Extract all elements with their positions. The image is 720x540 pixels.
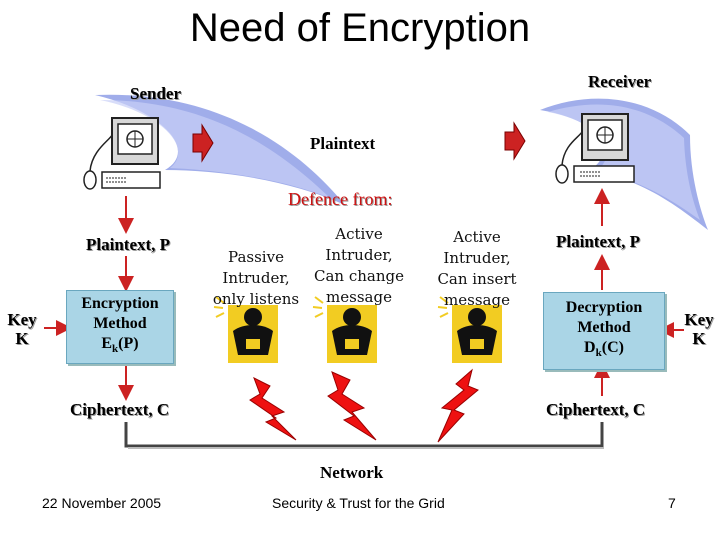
active-change-line4: message bbox=[326, 288, 392, 306]
receiver-swoosh-light bbox=[548, 104, 700, 220]
lightning-bolt-icon-2 bbox=[327, 371, 377, 441]
receiver-computer-icon bbox=[555, 113, 635, 184]
sender-label: Sender bbox=[130, 84, 181, 103]
encryption-arg: (P) bbox=[118, 335, 139, 353]
footer-page-number: 7 bbox=[668, 495, 676, 511]
defence-label: Defence from: bbox=[288, 189, 393, 209]
right-key-line2: K bbox=[692, 329, 706, 348]
encryption-method-box: Encryption Method Ek(P) bbox=[66, 290, 174, 364]
sender-swoosh-light bbox=[100, 100, 330, 198]
decryption-func: D bbox=[584, 339, 596, 357]
decryption-method-formula: Dk(C) bbox=[584, 338, 624, 363]
passive-intruder-icon bbox=[213, 296, 278, 363]
active-insert-line4: message bbox=[444, 291, 510, 309]
active-insert-intruder-text: Active Intruder, Can insert message bbox=[432, 227, 522, 311]
right-ciphertext-label: Ciphertext, C bbox=[546, 400, 646, 419]
active-change-line3: Can change bbox=[314, 267, 404, 285]
active-change-intruder-icon bbox=[312, 296, 377, 363]
decryption-arg: (C) bbox=[601, 339, 624, 357]
decryption-method-line1: Decryption bbox=[565, 299, 643, 317]
decryption-method-box: Decryption Method Dk(C) bbox=[543, 292, 665, 370]
lightning-bolt-icon-1 bbox=[249, 376, 297, 441]
right-key-line1: Key bbox=[684, 310, 714, 329]
network-line bbox=[124, 422, 604, 448]
encryption-func: E bbox=[101, 335, 113, 353]
passive-line1: Passive bbox=[228, 248, 284, 266]
receive-block-arrow-icon bbox=[504, 121, 526, 161]
active-change-line1: Active bbox=[335, 225, 383, 243]
send-block-arrow-icon bbox=[192, 123, 214, 163]
encryption-sub: k bbox=[112, 343, 119, 356]
passive-intruder-text: Passive Intruder, only listens bbox=[208, 247, 304, 310]
left-key-line2: K bbox=[15, 329, 29, 348]
left-key-label: Key K bbox=[4, 310, 40, 348]
passive-line3: only listens bbox=[212, 290, 300, 308]
left-ciphertext-label: Ciphertext, C bbox=[70, 400, 170, 419]
active-insert-line1: Active bbox=[453, 228, 501, 246]
right-plaintext-label: Plaintext, P bbox=[556, 232, 641, 251]
active-change-line2: Intruder, bbox=[325, 246, 393, 264]
active-insert-line2: Intruder, bbox=[443, 249, 511, 267]
sender-computer-icon bbox=[83, 117, 161, 190]
footer-date: 22 November 2005 bbox=[42, 495, 162, 511]
decryption-sub: k bbox=[595, 347, 602, 360]
plaintext-top-label: Plaintext bbox=[310, 134, 376, 153]
active-insert-intruder-icon bbox=[437, 296, 502, 363]
active-insert-line3: Can insert bbox=[437, 270, 517, 288]
left-plaintext-label: Plaintext, P bbox=[86, 235, 171, 254]
receiver-label: Receiver bbox=[588, 72, 652, 91]
left-key-line1: Key bbox=[7, 310, 37, 329]
encryption-method-line2: Method bbox=[93, 315, 147, 333]
active-change-intruder-text: Active Intruder, Can change message bbox=[309, 224, 409, 308]
footer-center: Security & Trust for the Grid bbox=[272, 495, 445, 511]
encryption-method-line1: Encryption bbox=[81, 295, 159, 313]
lightning-bolt-icon-3 bbox=[437, 368, 479, 443]
decryption-method-line2: Method bbox=[577, 319, 631, 337]
slide-title: Need of Encryption bbox=[189, 6, 531, 50]
right-key-label: Key K bbox=[680, 310, 718, 348]
encryption-method-formula: Ek(P) bbox=[101, 334, 138, 359]
passive-line2: Intruder, bbox=[222, 269, 290, 287]
network-label: Network bbox=[320, 463, 384, 482]
